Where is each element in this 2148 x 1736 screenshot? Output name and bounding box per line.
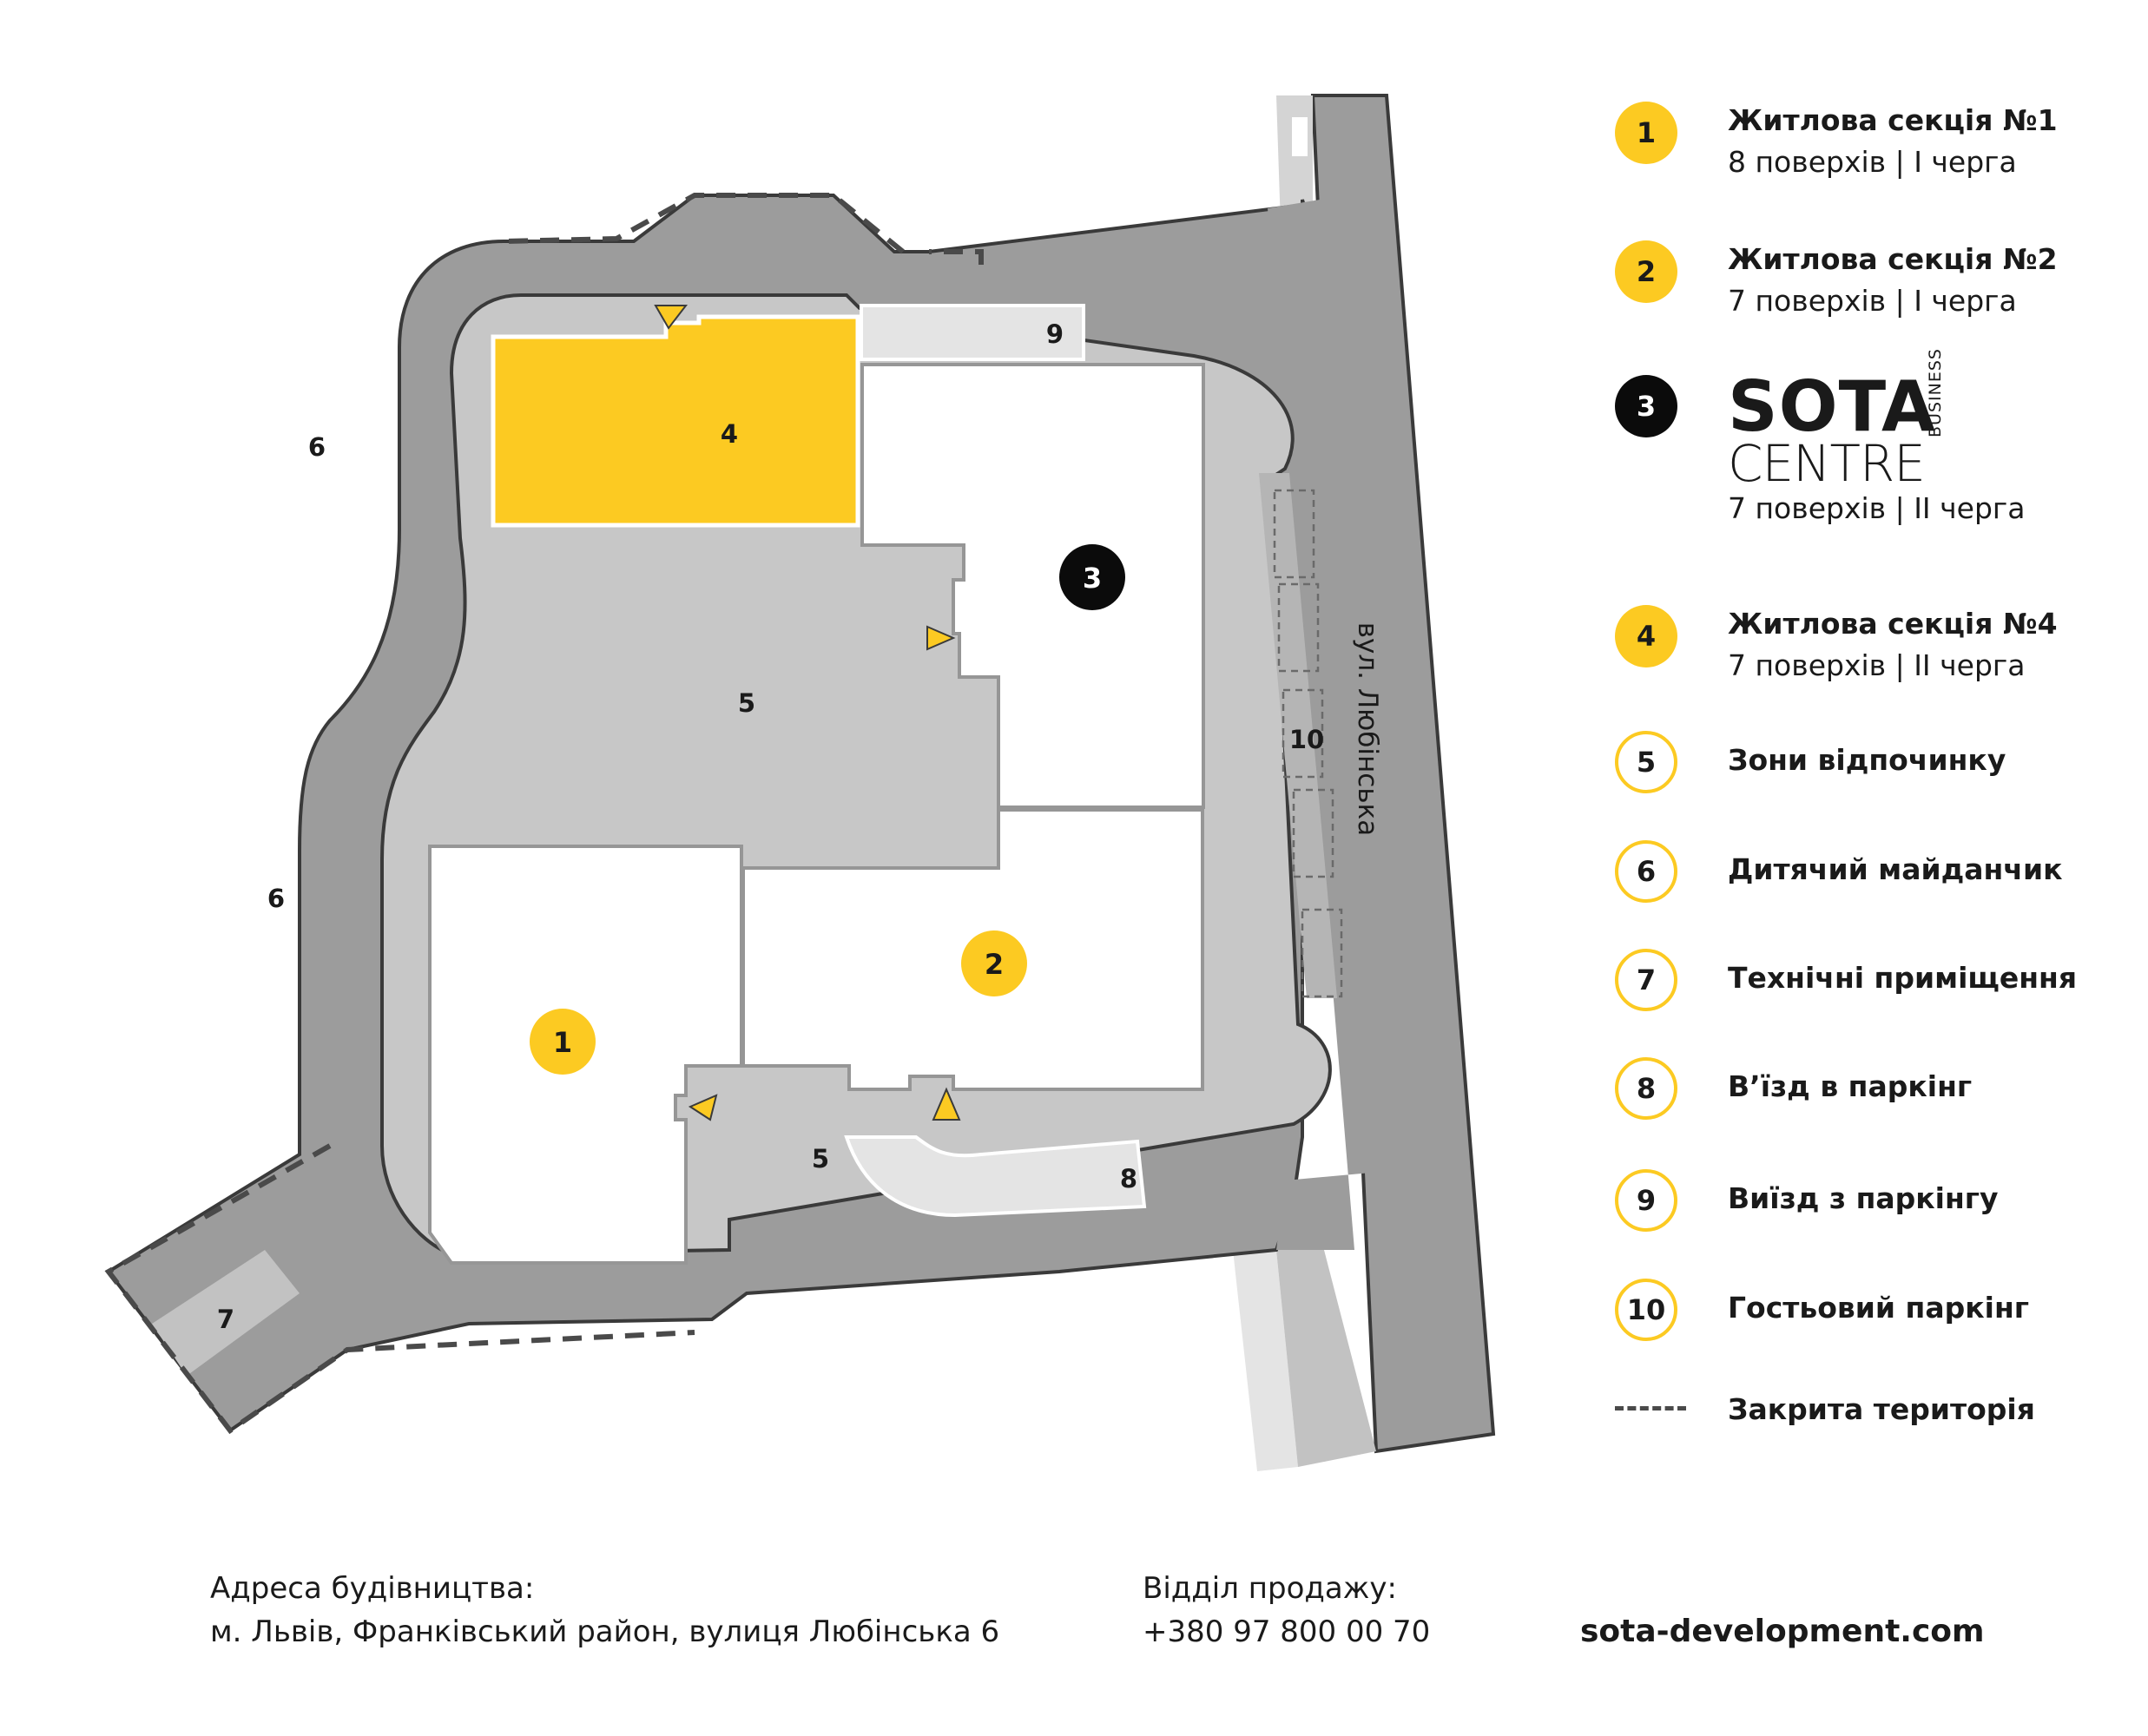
- road-junction: [1268, 200, 1380, 1250]
- legend-badge-7: 7: [1615, 949, 1677, 1011]
- legend-text-closed: Закрита територія: [1728, 1380, 2035, 1427]
- legend-item-1: 1 Житлова секція №1 8 поверхів | І черга: [1615, 102, 2058, 180]
- legend-badge-4: 4: [1615, 605, 1677, 667]
- legend-item-8: 8 В’їзд в паркінг: [1615, 1057, 1972, 1120]
- legend-item-closed-territory: Закрита територія: [1615, 1380, 2035, 1427]
- technical-rooms-7: [152, 1250, 300, 1376]
- logo-centre: CENTRE: [1728, 434, 1926, 493]
- parking-exit-9: [860, 304, 1085, 361]
- logo-sota: SOTA: [1728, 366, 1936, 447]
- building-1-marker[interactable]: [530, 1009, 596, 1075]
- sales-phone[interactable]: +380 97 800 00 70: [1143, 1614, 1431, 1649]
- legend-badge-6: 6: [1615, 840, 1677, 903]
- parking-entry-8: [844, 1135, 1147, 1218]
- legend-text-6: Дитячий майданчик: [1728, 840, 2062, 887]
- legend-subtitle: 7 поверхів | ІІ черга: [1728, 648, 2026, 682]
- address-label: Адреса будівництва:: [210, 1571, 535, 1606]
- logo-business: BUSINESS: [1926, 348, 1945, 437]
- legend-badge-5: 5: [1615, 731, 1677, 793]
- site-plan-map: 1 2 3 4 9 5 5 6 6 7 8 10 вул. Любінська: [104, 94, 1496, 1471]
- entrance-arrows: [654, 305, 961, 1121]
- dashed-line-icon: [1615, 1406, 1686, 1410]
- website-link[interactable]: sota-development.com: [1580, 1614, 1985, 1649]
- legend-subtitle: 7 поверхів | ІІ черга: [1728, 491, 2026, 525]
- address-text: м. Львів, Франківський район, вулиця Люб…: [210, 1614, 1000, 1649]
- legend-title: Зони відпочинку: [1728, 743, 2006, 777]
- legend-title: Житлова секція №1: [1728, 103, 2058, 137]
- legend-item-6: 6 Дитячий майданчик: [1615, 840, 2062, 903]
- legend-title: Технічні приміщення: [1728, 961, 2078, 995]
- entrance-arrow-north: [654, 305, 689, 330]
- legend-text-7: Технічні приміщення: [1728, 949, 2077, 996]
- legend-title: Житлова секція №2: [1728, 242, 2058, 276]
- area-5-south-label: 5: [812, 1144, 829, 1174]
- closed-territory-boundary: [104, 193, 984, 1435]
- legend-badge-2: 2: [1615, 240, 1677, 303]
- legend-badge-3: 3: [1615, 375, 1677, 437]
- south-side-road: [1276, 1250, 1376, 1467]
- guest-parking-slots: [1273, 489, 1343, 998]
- building-4-footprint: [491, 314, 860, 528]
- area-8-label: 8: [1120, 1164, 1137, 1194]
- area-7-label: 7: [217, 1305, 234, 1334]
- building-3-marker[interactable]: [1059, 544, 1125, 610]
- area-10-label: 10: [1289, 725, 1324, 754]
- legend-text-9: Виїзд з паркінгу: [1728, 1169, 1999, 1216]
- legend-item-4: 4 Житлова секція №4 7 поверхів | ІІ черга: [1615, 605, 2058, 683]
- street-label: вул. Любінська: [1352, 622, 1383, 837]
- legend-badge-8: 8: [1615, 1057, 1677, 1120]
- legend-text-4: Житлова секція №4 7 поверхів | ІІ черга: [1728, 605, 2058, 683]
- legend-item-5: 5 Зони відпочинку: [1615, 731, 2006, 793]
- legend-item-2: 2 Житлова секція №2 7 поверхів | І черга: [1615, 240, 2058, 319]
- legend-text-10: Гостьовий паркінг: [1728, 1279, 2029, 1325]
- legend-title: Гостьовий паркінг: [1728, 1291, 2029, 1325]
- area-9-label: 9: [1046, 319, 1064, 349]
- legend-item-7: 7 Технічні приміщення: [1615, 949, 2077, 1011]
- legend-text-2: Житлова секція №2 7 поверхів | І черга: [1728, 240, 2058, 319]
- legend-item-9: 9 Виїзд з паркінгу: [1615, 1169, 1999, 1232]
- legend-item-10: 10 Гостьовий паркінг: [1615, 1279, 2029, 1341]
- building-1-marker-label: 1: [553, 1026, 572, 1059]
- entrance-arrow-building2: [932, 1087, 961, 1121]
- legend-subtitle: 8 поверхів | І черга: [1728, 145, 2017, 179]
- legend-subtitle: 7 поверхів | І черга: [1728, 284, 2017, 318]
- legend-badge-9: 9: [1615, 1169, 1677, 1232]
- building-2-marker[interactable]: [961, 930, 1027, 996]
- legend-text-5: Зони відпочинку: [1728, 731, 2006, 778]
- area-6-upper-label: 6: [308, 432, 326, 462]
- street-top-marker: [1292, 117, 1308, 156]
- legend-text-8: В’їзд в паркінг: [1728, 1057, 1972, 1104]
- area-5-north-label: 5: [738, 688, 755, 718]
- area-6-lower-label: 6: [267, 884, 285, 913]
- south-side-road-light: [1233, 1250, 1298, 1471]
- legend-badge-10: 10: [1615, 1279, 1677, 1341]
- building-2-marker-label: 2: [985, 948, 1004, 981]
- area-4-label: 4: [721, 419, 738, 449]
- legend-badge-1: 1: [1615, 102, 1677, 164]
- building-3-marker-label: 3: [1083, 562, 1102, 595]
- legend-title: Виїзд з паркінгу: [1728, 1181, 1999, 1215]
- legend-title: Житлова секція №4: [1728, 607, 2058, 641]
- building-3-footprint: [860, 363, 1205, 809]
- legend-title: Дитячий майданчик: [1728, 852, 2063, 886]
- legend-text-1: Житлова секція №1 8 поверхів | І черга: [1728, 102, 2058, 180]
- legend-title: В’їзд в паркінг: [1728, 1069, 1973, 1103]
- entrance-arrow-building3: [926, 625, 956, 651]
- entrance-arrow-building1: [688, 1094, 718, 1121]
- legend-title: Закрита територія: [1728, 1392, 2035, 1426]
- sales-label: Відділ продажу:: [1143, 1571, 1397, 1606]
